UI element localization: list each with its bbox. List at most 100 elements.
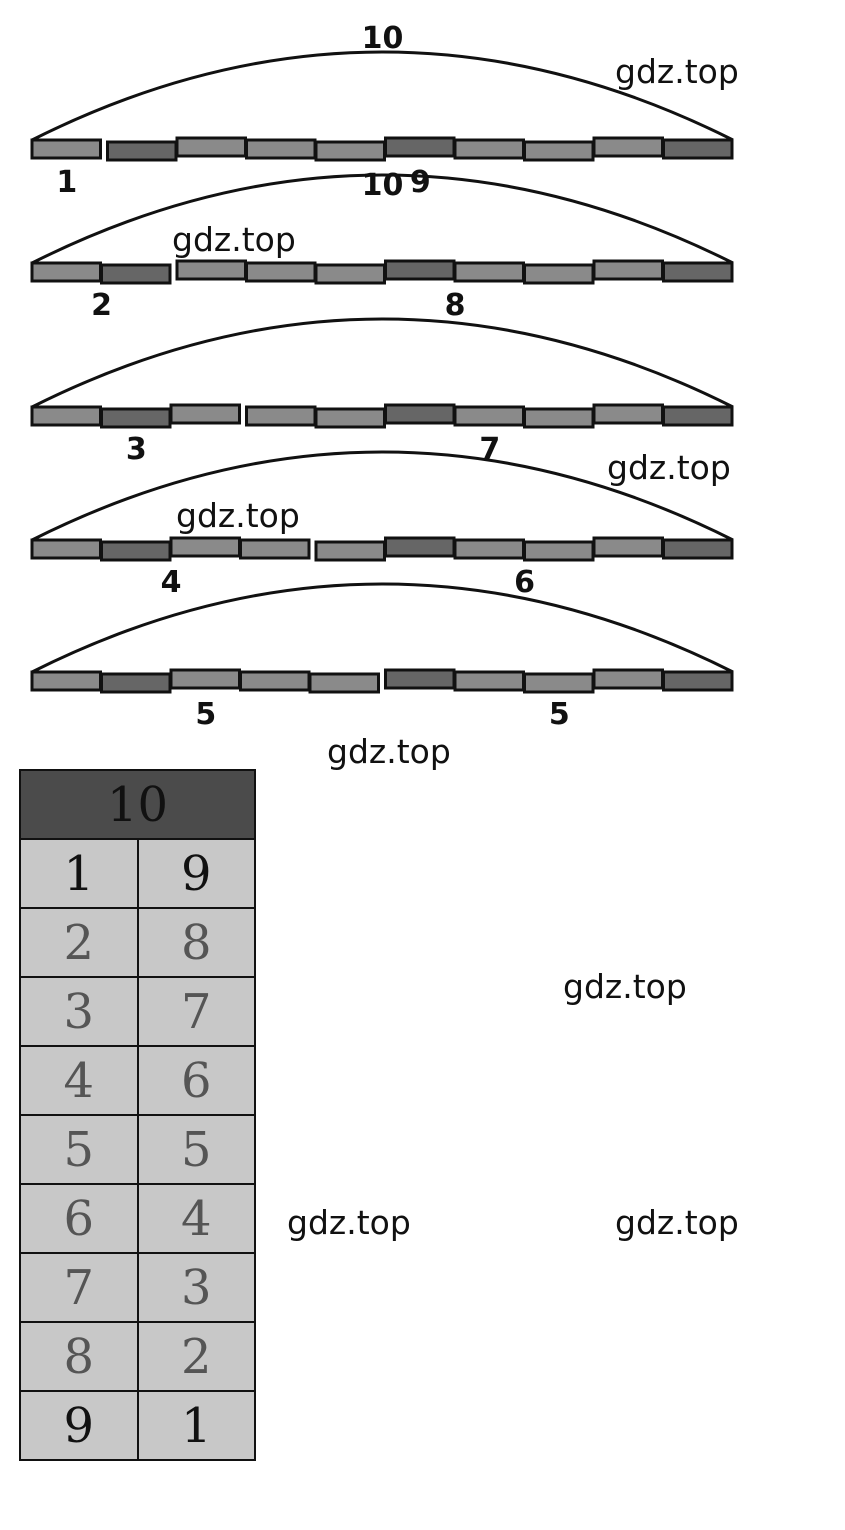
arc — [31, 317, 734, 409]
right-segment — [662, 538, 734, 560]
table-cell: 2 — [136, 1321, 256, 1392]
watermark: gdz.top — [563, 967, 687, 1006]
table-cell: 1 — [19, 838, 139, 909]
arc — [31, 582, 734, 674]
right-segment — [245, 138, 317, 160]
left-segment — [100, 540, 172, 562]
right-segment — [453, 670, 525, 692]
right-segment — [523, 263, 595, 285]
table-cell: 9 — [136, 838, 256, 909]
right-segment — [384, 668, 456, 690]
left-part-label: 5 — [195, 697, 216, 732]
left-part-label: 4 — [161, 565, 182, 600]
right-segment — [314, 140, 386, 162]
right-segment — [175, 259, 247, 281]
right-segment — [523, 540, 595, 562]
right-segment — [314, 407, 386, 429]
table-cell: 6 — [136, 1045, 256, 1116]
table-cell: 7 — [136, 976, 256, 1047]
right-segment — [106, 140, 178, 162]
left-part-label: 1 — [56, 165, 77, 200]
left-segment — [30, 670, 102, 692]
right-segment — [523, 407, 595, 429]
arc — [31, 173, 734, 265]
left-segment — [100, 263, 172, 285]
right-segment — [453, 538, 525, 560]
right-part-label: 9 — [410, 165, 431, 200]
table-cell: 2 — [19, 907, 139, 978]
left-segment — [100, 672, 172, 694]
left-segment — [100, 407, 172, 429]
right-segment — [245, 405, 317, 427]
right-segment — [592, 668, 664, 690]
watermark: gdz.top — [176, 496, 300, 535]
right-segment — [592, 536, 664, 558]
table-header: 10 — [19, 769, 256, 840]
table-cell: 1 — [136, 1390, 256, 1461]
left-segment — [169, 403, 241, 425]
table-cell: 6 — [19, 1183, 139, 1254]
right-segment — [523, 672, 595, 694]
watermark: gdz.top — [615, 1203, 739, 1242]
right-segment — [453, 138, 525, 160]
table-cell: 8 — [136, 907, 256, 978]
right-segment — [523, 140, 595, 162]
whole-label: 10 — [362, 21, 404, 56]
right-segment — [175, 136, 247, 158]
watermark: gdz.top — [607, 448, 731, 487]
watermark: gdz.top — [615, 52, 739, 91]
right-segment — [662, 670, 734, 692]
right-segment — [314, 540, 386, 562]
left-segment — [30, 405, 102, 427]
left-segment — [239, 670, 311, 692]
table-cell: 9 — [19, 1390, 139, 1461]
table-cell: 7 — [19, 1252, 139, 1323]
right-segment — [662, 138, 734, 160]
left-segment — [30, 538, 102, 560]
right-segment — [592, 259, 664, 281]
watermark: gdz.top — [327, 732, 451, 771]
right-segment — [453, 261, 525, 283]
right-segment — [384, 403, 456, 425]
left-segment — [169, 536, 241, 558]
right-segment — [245, 261, 317, 283]
right-segment — [592, 403, 664, 425]
right-segment — [453, 405, 525, 427]
arc — [31, 450, 734, 542]
watermark: gdz.top — [287, 1203, 411, 1242]
left-segment — [239, 538, 311, 560]
watermark: gdz.top — [172, 220, 296, 259]
table-cell: 4 — [19, 1045, 139, 1116]
right-segment — [662, 261, 734, 283]
table-cell: 5 — [136, 1114, 256, 1185]
right-segment — [384, 136, 456, 158]
table-cell: 4 — [136, 1183, 256, 1254]
left-segment — [308, 672, 380, 694]
arc — [31, 50, 734, 142]
right-part-label: 6 — [514, 565, 535, 600]
right-segment — [384, 536, 456, 558]
right-segment — [314, 263, 386, 285]
left-part-label: 3 — [126, 432, 147, 467]
table-cell: 3 — [19, 976, 139, 1047]
right-part-label: 5 — [549, 697, 570, 732]
right-segment — [592, 136, 664, 158]
right-segment — [662, 405, 734, 427]
whole-label: 10 — [362, 168, 404, 203]
left-segment — [169, 668, 241, 690]
table-cell: 3 — [136, 1252, 256, 1323]
left-segment — [30, 138, 102, 160]
right-segment — [384, 259, 456, 281]
right-part-label: 8 — [445, 288, 466, 323]
